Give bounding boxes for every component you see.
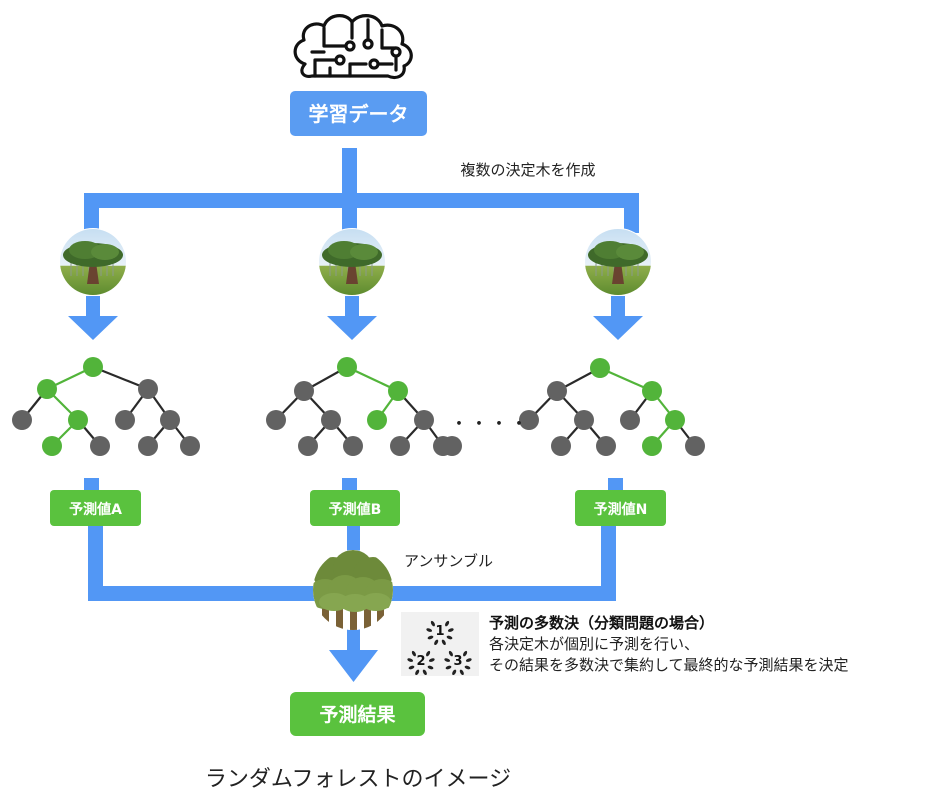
split-flow-lines	[84, 148, 639, 233]
decision-tree-a	[12, 357, 200, 456]
prediction-box-a: 予測値A	[50, 490, 141, 526]
tree-node	[321, 410, 341, 430]
decision-tree-b	[266, 357, 453, 456]
tree-node	[596, 436, 616, 456]
majority-vote-line-1: 各決定木が個別に予測を行い、	[489, 635, 699, 653]
tree-node-highlighted	[68, 410, 88, 430]
brain-circuit-icon	[293, 14, 413, 80]
tree-node-highlighted	[37, 379, 57, 399]
tree-node	[390, 436, 410, 456]
prediction-box-n: 予測値N	[575, 490, 666, 526]
tree-node	[414, 410, 434, 430]
training-data-box: 学習データ	[290, 91, 427, 136]
tree-node-highlighted	[337, 357, 357, 377]
laurel-ranking-icon: 12 3	[401, 612, 479, 676]
decision-tree-n	[519, 358, 705, 456]
tree-node-highlighted	[367, 410, 387, 430]
tree-photo-icon	[59, 228, 127, 296]
tree-node	[138, 379, 158, 399]
tree-node-highlighted	[642, 436, 662, 456]
tree-node	[343, 436, 363, 456]
arrow-shaft	[345, 296, 359, 318]
ensemble-label: アンサンブル	[404, 552, 493, 570]
tree-node	[298, 436, 318, 456]
tree-node	[160, 410, 180, 430]
prediction-box-b: 予測値B	[310, 490, 400, 526]
laurel-rank-3: 3	[444, 650, 472, 676]
prediction-b-label: 予測値B	[329, 501, 382, 518]
tree-node	[685, 436, 705, 456]
tree-node-highlighted	[83, 357, 103, 377]
tree-photo-icon	[318, 228, 386, 296]
tree-node	[547, 381, 567, 401]
rank-number: 1	[435, 624, 444, 639]
tree-photo-icon	[584, 228, 652, 296]
tree-node	[266, 410, 286, 430]
tree-node-highlighted	[642, 381, 662, 401]
diagram-caption: ランダムフォレストのイメージ	[205, 767, 511, 792]
prediction-n-label: 予測値N	[594, 501, 648, 518]
tree-node	[138, 436, 158, 456]
tree-column-n	[584, 228, 652, 340]
tree-node	[620, 410, 640, 430]
majority-vote-title: 予測の多数決（分類問題の場合）	[489, 614, 714, 632]
arrow-head	[593, 316, 643, 340]
tree-node-highlighted	[42, 436, 62, 456]
laurel-rank-2: 2	[407, 650, 435, 676]
tree-node-highlighted	[388, 381, 408, 401]
rank-number: 2	[416, 654, 425, 669]
tree-node	[442, 436, 462, 456]
tree-column-a	[59, 228, 127, 340]
tree-node	[180, 436, 200, 456]
prediction-result-label: 予測結果	[319, 703, 395, 726]
tree-node	[294, 381, 314, 401]
rank-number: 3	[453, 654, 462, 669]
prediction-result-box: 予測結果	[290, 692, 425, 736]
tree-node	[574, 410, 594, 430]
tree-node	[12, 410, 32, 430]
tree-column-b	[318, 228, 386, 340]
tree-node	[115, 410, 135, 430]
prediction-a-label: 予測値A	[69, 501, 122, 518]
training-data-label: 学習データ	[309, 102, 409, 126]
create-trees-label: 複数の決定木を作成	[460, 161, 595, 179]
laurel-rank-1: 1	[426, 620, 454, 646]
arrow-shaft	[86, 296, 100, 318]
ellipsis-more-trees: ・・・・	[450, 414, 530, 435]
tree-node	[551, 436, 571, 456]
tree-node	[519, 410, 539, 430]
tree-node	[90, 436, 110, 456]
tree-node-highlighted	[590, 358, 610, 378]
arrow-shaft	[611, 296, 625, 318]
arrow-head	[68, 316, 118, 340]
arrow-head	[327, 316, 377, 340]
tree-node-highlighted	[665, 410, 685, 430]
majority-vote-line-2: その結果を多数決で集約して最終的な予測結果を決定	[489, 656, 849, 674]
final-arrow	[329, 650, 378, 682]
forest-icon	[313, 550, 393, 630]
